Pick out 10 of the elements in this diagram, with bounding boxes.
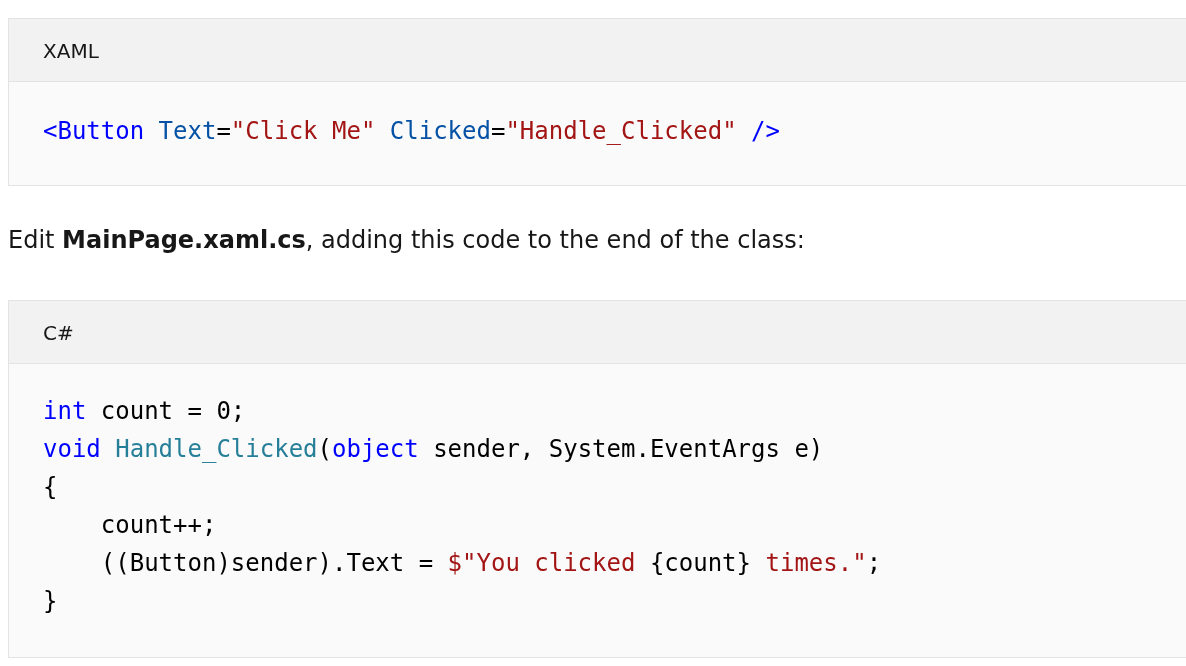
instruction-text: Edit MainPage.xaml.cs, adding this code to the end of the class: — [8, 226, 805, 254]
code-line: count++; — [99, 511, 217, 539]
code-line: } — [43, 587, 58, 615]
code-line: int count = 0; — [43, 397, 246, 425]
code-line: ((Button)sender).Text = $"You clicked {count} times."; — [99, 549, 882, 577]
language-label: C# — [43, 321, 74, 345]
code-line: { — [43, 473, 58, 501]
language-label: XAML — [43, 39, 99, 63]
code-line: void Handle_Clicked(object sender, System.EventArgs e) — [43, 435, 824, 463]
code-line: <Button Text="Click Me" Clicked="Handle_Clicked" /> — [43, 117, 780, 145]
